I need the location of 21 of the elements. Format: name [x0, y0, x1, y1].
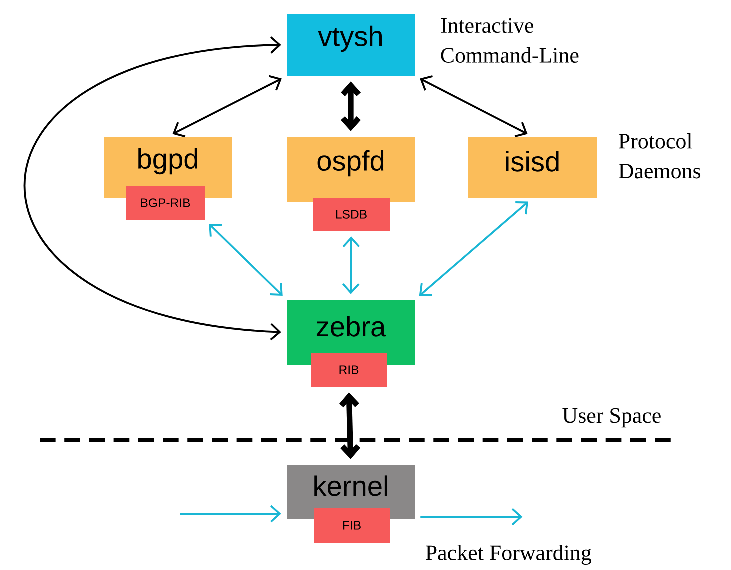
annotation-text: User Space	[562, 408, 661, 428]
process-box: isisd	[468, 137, 597, 198]
table-box: BGP-RIB	[126, 186, 205, 220]
arrow	[24, 36, 282, 341]
arrow	[209, 224, 283, 296]
arrow	[180, 505, 282, 523]
arrow	[339, 392, 361, 460]
arrow	[420, 75, 528, 138]
table-box: FIB	[314, 508, 390, 543]
table-box: RIB	[311, 353, 387, 387]
annotation-text: Protocol Daemons	[619, 133, 701, 179]
arrow	[342, 236, 360, 294]
process-box: vtysh	[287, 14, 415, 76]
arrow	[341, 82, 361, 132]
annotation-text: Packet Forwarding	[426, 545, 592, 565]
table-box: LSDB	[313, 198, 390, 231]
arrow	[420, 508, 523, 526]
arrow	[419, 202, 529, 296]
node-caption: Interactive Command-Line	[441, 18, 579, 63]
process-box: ospfd	[287, 137, 415, 202]
arrow	[172, 75, 282, 138]
